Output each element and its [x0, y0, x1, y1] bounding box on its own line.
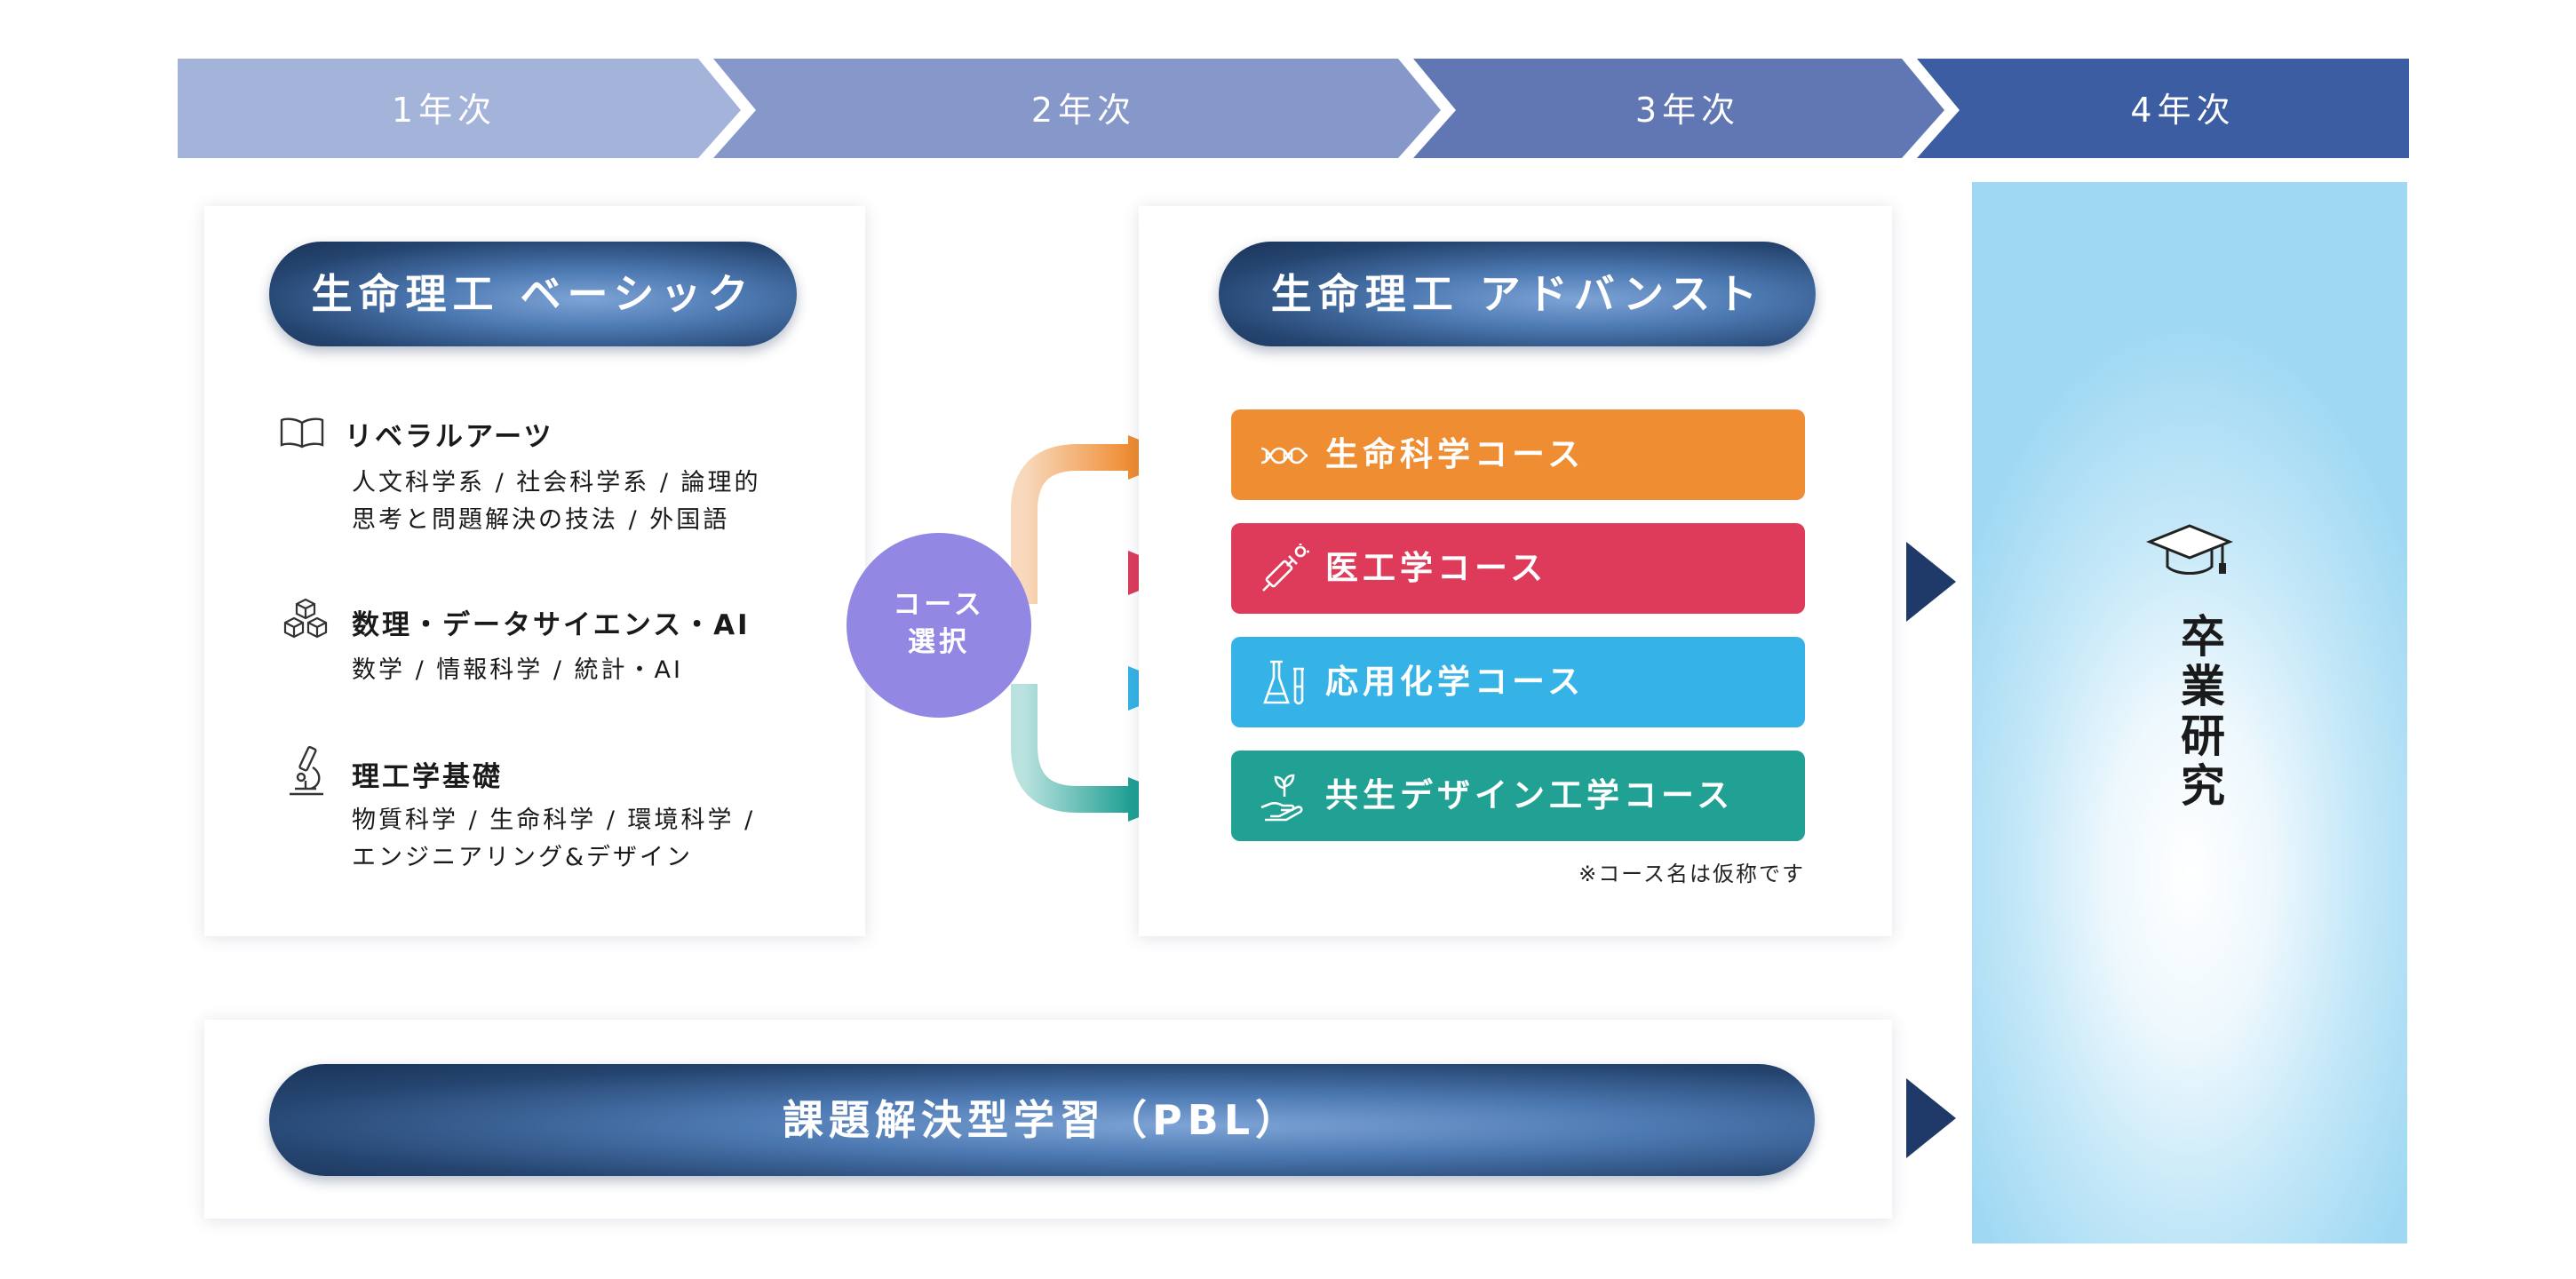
year-timeline	[178, 59, 2409, 158]
course-selection-line1: コース	[893, 589, 985, 621]
course-symbiotic-design: 共生デザイン工学コース	[1231, 751, 1805, 841]
year-label-1: 1年次	[391, 91, 497, 130]
course-name: 生命科学コース	[1325, 435, 1586, 473]
arrow-to-symbiotic-design	[1011, 684, 1130, 813]
course-life-science: 生命科学コース	[1231, 409, 1805, 500]
course-medical-engineering: 医工学コース	[1231, 523, 1805, 614]
course-selection-circle: コース 選択	[847, 533, 1031, 718]
course-applied-chemistry: 応用化学コース	[1231, 637, 1805, 727]
dna-icon	[1260, 447, 1308, 465]
category-line: 思考と問題解決の技法 / 外国語	[352, 506, 730, 534]
course-name: 共生デザイン工学コース	[1325, 776, 1735, 814]
course-selection-line2: 選択	[908, 626, 970, 658]
year-1-band	[178, 59, 741, 158]
year-4-band	[1917, 59, 2409, 158]
pbl-title-pill: 課題解決型学習（PBL）	[269, 1064, 1815, 1176]
category-title-data-science: 数理・データサイエンス・AI	[352, 609, 751, 641]
syringe-icon	[1262, 544, 1309, 592]
basic-title-pill: 生命理工 ベーシック	[269, 242, 797, 346]
advanced-title-pill: 生命理工 アドバンスト	[1219, 242, 1816, 346]
year-label-4: 4年次	[2130, 91, 2236, 130]
category-line: 物質科学 / 生命科学 / 環境科学 /	[352, 806, 756, 834]
course-name: 医工学コース	[1325, 549, 1548, 587]
open-book-icon	[280, 417, 324, 449]
arrow-to-graduation-upper	[1906, 542, 1956, 622]
year-2-band	[713, 59, 1441, 158]
course-name-note: ※コース名は仮称です	[1578, 862, 1805, 886]
graduation-cap-icon	[2146, 524, 2233, 575]
category-line: エンジニアリング&デザイン	[352, 844, 694, 871]
cubes-icon	[283, 598, 328, 639]
flask-icon	[1263, 660, 1304, 705]
category-title-science-basics: 理工学基礎	[352, 761, 503, 793]
graduation-research-column	[1972, 182, 2407, 1243]
graduation-research-text: 卒業研究	[2174, 613, 2225, 812]
course-name: 応用化学コース	[1325, 663, 1586, 701]
microscope-icon	[290, 745, 323, 796]
arrow-to-graduation-lower	[1906, 1078, 1956, 1158]
category-title-liberal-arts: リベラルアーツ	[345, 421, 554, 453]
category-line: 数学 / 情報科学 / 統計・AI	[352, 656, 683, 684]
year-label-3: 3年次	[1634, 91, 1741, 130]
year-label-2: 2年次	[1030, 91, 1137, 130]
plant-hand-icon	[1260, 774, 1303, 822]
arrow-to-life-science	[1011, 444, 1130, 604]
year-3-band	[1413, 59, 1944, 158]
category-line: 人文科学系 / 社会科学系 / 論理的	[352, 469, 761, 497]
